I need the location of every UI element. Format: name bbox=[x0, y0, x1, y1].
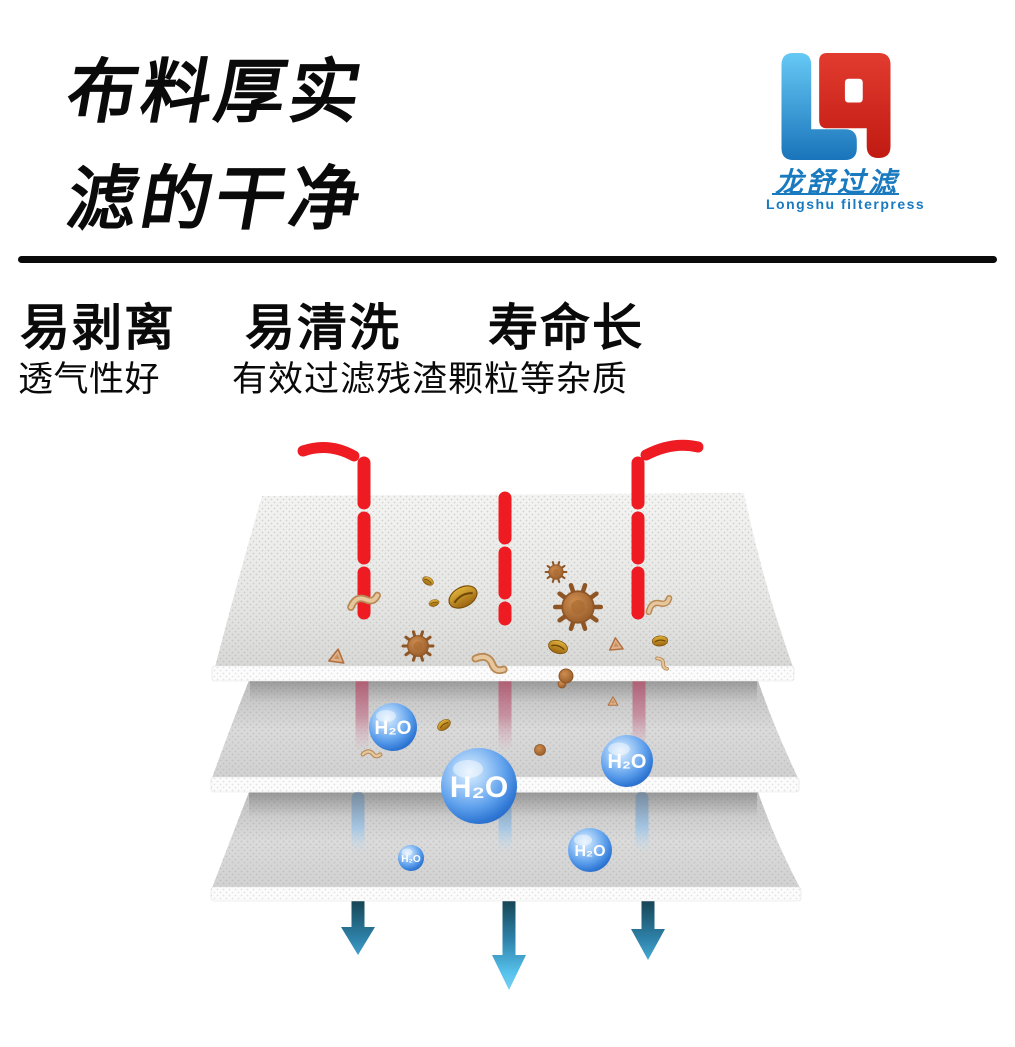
logo-divider-line bbox=[772, 193, 899, 195]
outflow-arrows bbox=[341, 899, 665, 990]
feature-long-life: 寿命长 bbox=[488, 300, 644, 356]
brand-logo-mark bbox=[781, 52, 891, 161]
svg-text:H₂O: H₂O bbox=[450, 771, 508, 804]
inflow-bars-middle bbox=[355, 675, 646, 753]
svg-text:H₂O: H₂O bbox=[574, 843, 605, 860]
layer-edge-bottom bbox=[210, 886, 802, 902]
section-divider bbox=[18, 256, 997, 263]
brand-name-chinese: 龙舒过滤 bbox=[774, 167, 899, 198]
inflow-dashed-arrows bbox=[297, 439, 704, 627]
h2o-bubble-large: H₂O bbox=[441, 748, 517, 824]
filtration-diagram: H₂O H₂O H₂O H₂O H₂O bbox=[210, 439, 802, 990]
subfeature-filters-impurities: 有效过滤残渣颗粒等杂质 bbox=[232, 360, 629, 399]
particle-ball bbox=[534, 744, 546, 756]
water-bubbles: H₂O H₂O H₂O H₂O H₂O bbox=[369, 703, 653, 872]
headline-line-1: 布料厚实 bbox=[61, 53, 371, 131]
down-arrow-right bbox=[631, 899, 665, 960]
h2o-bubble-small-left: H₂O bbox=[369, 703, 417, 751]
headline-line-2: 滤的干净 bbox=[61, 160, 371, 238]
svg-text:H₂O: H₂O bbox=[375, 718, 412, 739]
down-arrow-middle bbox=[492, 899, 526, 990]
svg-text:H₂O: H₂O bbox=[401, 854, 421, 865]
particle-ball bbox=[558, 668, 574, 684]
svg-text:H₂O: H₂O bbox=[608, 751, 647, 773]
subfeature-breathable: 透气性好 bbox=[18, 360, 161, 399]
h2o-bubble-right: H₂O bbox=[601, 735, 653, 787]
down-arrow-left bbox=[341, 899, 375, 955]
h2o-bubble-tiny: H₂O bbox=[398, 845, 424, 871]
residue-particles-top bbox=[328, 561, 671, 684]
brand-name-english: Longshu filterpress bbox=[766, 196, 926, 212]
feature-easy-peel: 易剥离 bbox=[20, 300, 176, 356]
h2o-bubble-bottom: H₂O bbox=[568, 828, 612, 872]
feature-easy-clean: 易清洗 bbox=[245, 300, 401, 356]
logo-letter-l bbox=[781, 52, 857, 161]
inflow-stroke-left bbox=[297, 441, 360, 462]
inflow-stroke-right bbox=[640, 439, 704, 461]
logo-letter-s bbox=[819, 52, 891, 159]
